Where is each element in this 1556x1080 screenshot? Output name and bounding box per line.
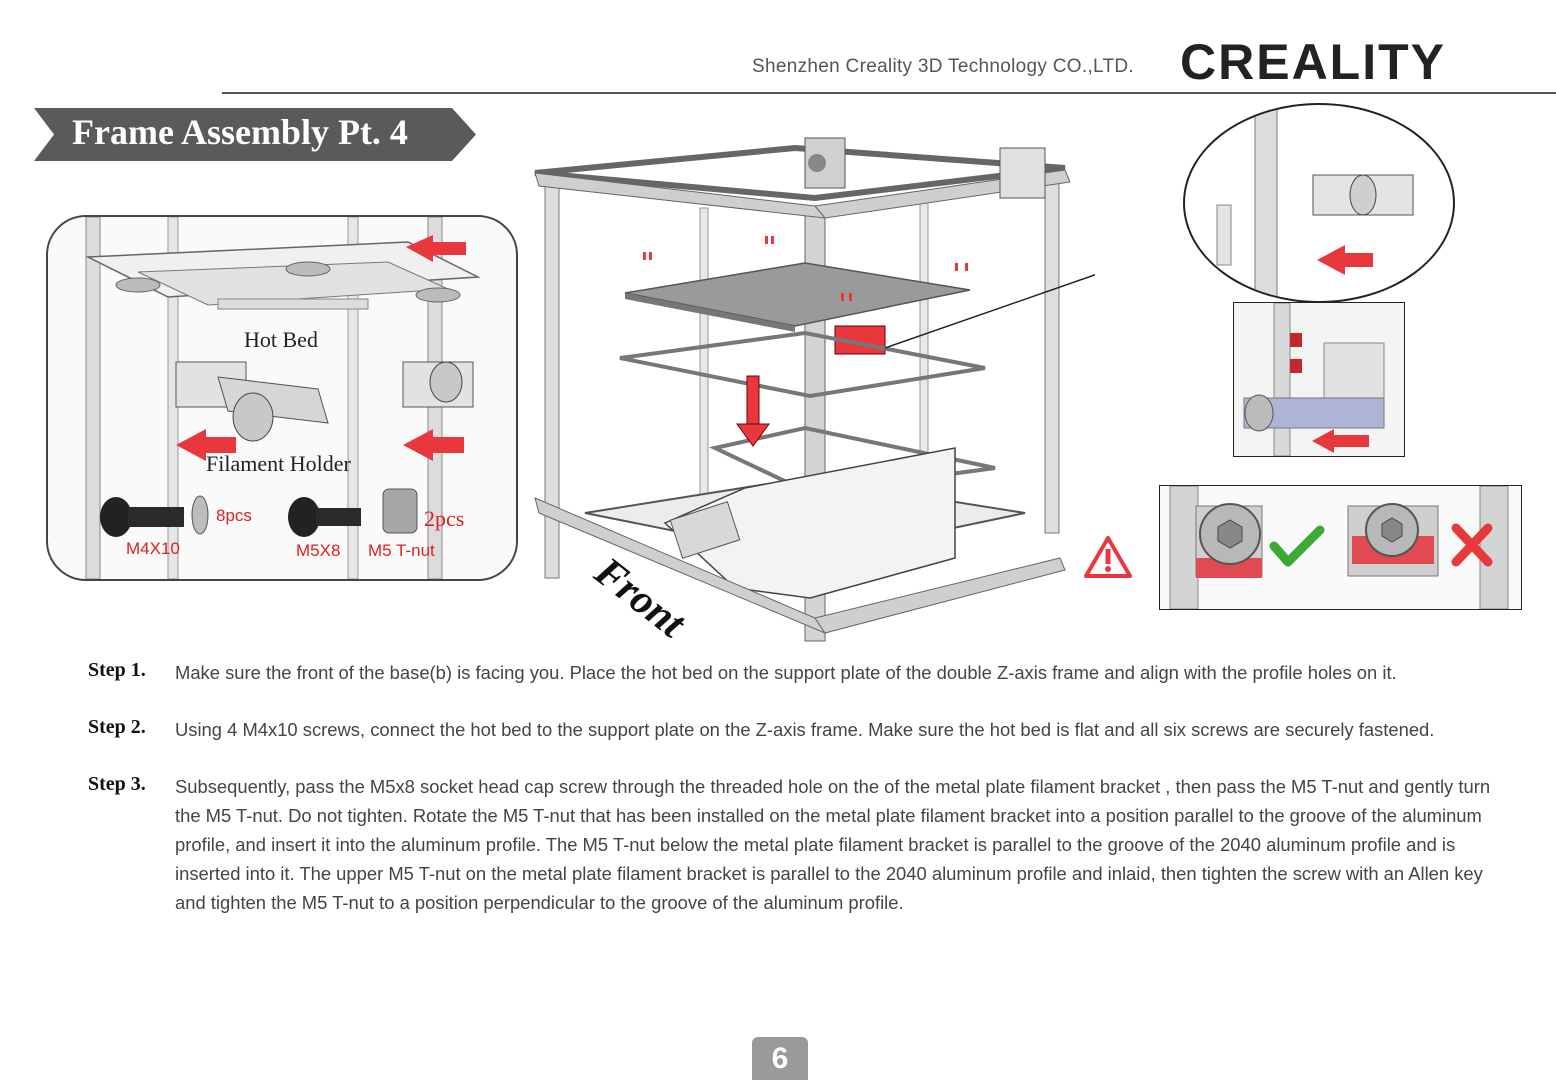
bracket-zoom-circle (1183, 103, 1455, 303)
screw1-quantity: 8pcs (216, 506, 252, 525)
bracket-install-detail (1233, 302, 1405, 457)
hotbed-detail-drawing (85, 217, 481, 579)
bracket-install-drawing (1243, 303, 1385, 456)
creality-logo: CREALITY (1180, 34, 1446, 90)
step-text: Using 4 M4x10 screws, connect the hot be… (175, 719, 1435, 740)
step-2: Step 2. Using 4 M4x10 screws, connect th… (88, 715, 1508, 744)
hot-bed-label: Hot Bed (244, 327, 318, 352)
arrow-left-icon (406, 235, 466, 262)
step-text: Subsequently, pass the M5x8 socket head … (175, 776, 1491, 913)
company-name: Shenzhen Creality 3D Technology CO.,LTD. (752, 56, 1134, 77)
title-banner (34, 108, 476, 161)
bracket-zoom-drawing (1216, 105, 1414, 301)
arrow-left-icon (1312, 429, 1369, 453)
instruction-steps: Step 1. Make sure the front of the base(… (88, 658, 1508, 945)
filament-holder-label: Filament Holder (206, 451, 351, 476)
screw2-name: M5X8 (296, 541, 341, 560)
tnut-orientation-drawing (1160, 486, 1521, 609)
step-1: Step 1. Make sure the front of the base(… (88, 658, 1508, 687)
tnut-quantity: 2pcs (424, 506, 465, 531)
tnut-name: M5 T-nut (368, 541, 435, 560)
check-icon (1269, 525, 1325, 567)
tnut-orientation-comparison (1159, 485, 1522, 610)
arrow-down-icon (736, 423, 770, 447)
header-divider (222, 92, 1556, 94)
step-label: Step 1. (88, 659, 146, 681)
cross-icon (1451, 523, 1493, 567)
page-title: Frame Assembly Pt. 4 (72, 112, 408, 152)
step-label: Step 3. (88, 773, 146, 795)
arrow-left-icon (403, 429, 464, 461)
warning-icon (1084, 536, 1132, 578)
screw1-name: M4X10 (126, 539, 180, 558)
page-number: 6 (752, 1037, 808, 1080)
printer-frame-illustration (534, 137, 1095, 642)
step-label: Step 2. (88, 716, 146, 738)
hotbed-detail-illustration: Hot Bed Filament Holder 8pcs M4X10 M5X8 … (46, 215, 518, 581)
step-text: Make sure the front of the base(b) is fa… (175, 662, 1397, 683)
arrow-left-icon (176, 429, 236, 461)
arrow-left-icon (1317, 245, 1373, 275)
step-3: Step 3. Subsequently, pass the M5x8 sock… (88, 772, 1508, 917)
